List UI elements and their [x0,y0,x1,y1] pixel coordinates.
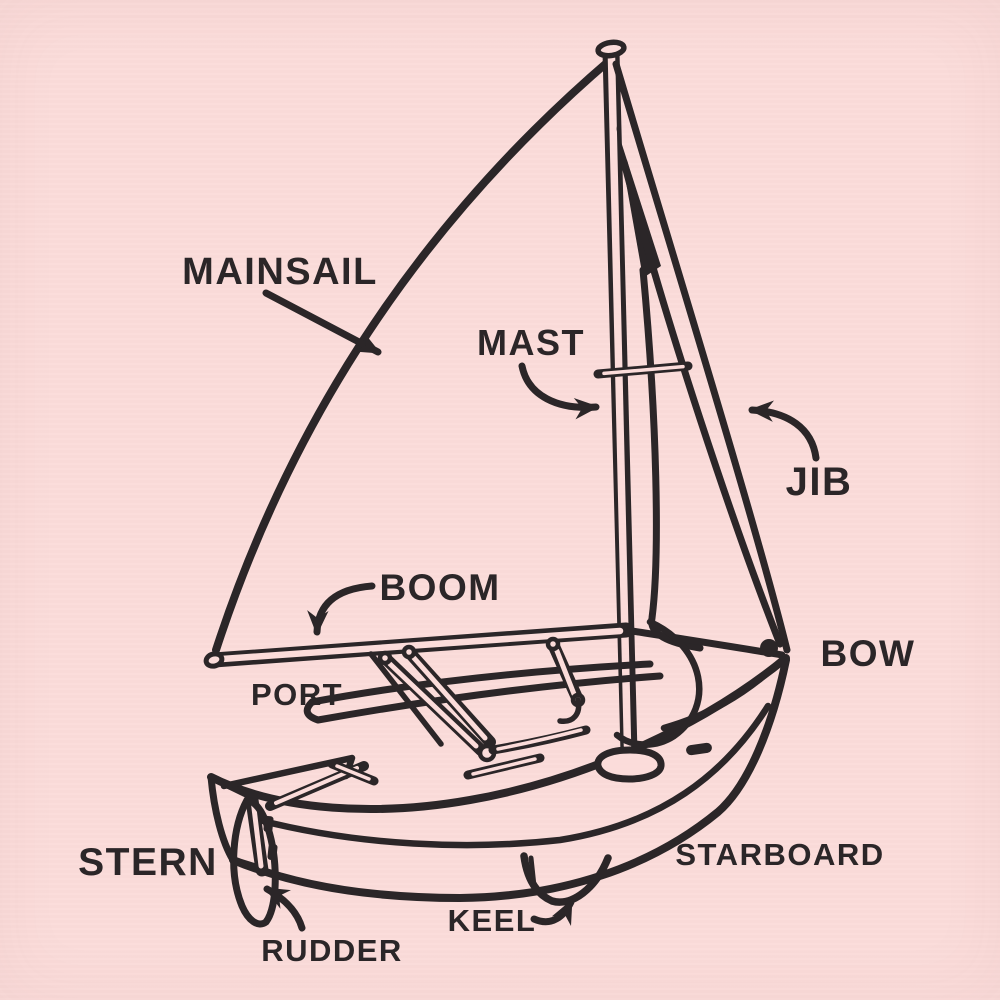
mainsail-shape [212,56,614,654]
mast-foot [594,746,665,783]
label-port: PORT [251,677,343,712]
annotations: MAINSAIL MAST JIB BOOM PORT BOW STERN ST… [78,251,916,968]
jibsheet-tackle [545,618,703,748]
gudgeon-upper [263,815,274,833]
spreader-shape [593,361,693,379]
boom-arrow [307,582,376,636]
jib-shape [612,60,791,659]
mast-cap [595,39,627,59]
jib-arrow [748,400,820,462]
label-boom: BOOM [379,567,500,608]
label-mast: MAST [477,322,585,363]
boom-end-cap [203,651,225,669]
label-jib: JIB [786,460,853,504]
label-mainsail: MAINSAIL [182,251,378,293]
jib-sheet-loop [613,618,703,748]
mainsheet-tackle [327,644,591,786]
gudgeon-lower [267,843,278,861]
hull-chine-line [255,702,772,849]
deck-cleat [686,742,712,756]
paddle-on-deck [327,759,379,786]
mainsail-arrow [262,289,382,356]
label-stern: STERN [78,841,218,884]
rudder-arrow [263,885,306,932]
label-keel: KEEL [448,903,537,938]
label-starboard: STARBOARD [675,837,884,872]
rudder-shape [230,793,279,928]
mast-shape [595,39,638,762]
keel-arrow [530,898,575,926]
label-bow: BOW [821,633,916,674]
mast-arrow [518,362,600,420]
label-rudder: RUDDER [261,933,403,968]
transom-shape [207,773,263,872]
cockpit-coaming [303,660,664,724]
boom-shape [203,622,634,669]
bow-fitting [760,639,778,657]
foredeck-seam [660,656,786,732]
thwart-bar [463,753,545,780]
sailboat-drawing [203,39,791,928]
hull-bottom-line [229,656,790,902]
